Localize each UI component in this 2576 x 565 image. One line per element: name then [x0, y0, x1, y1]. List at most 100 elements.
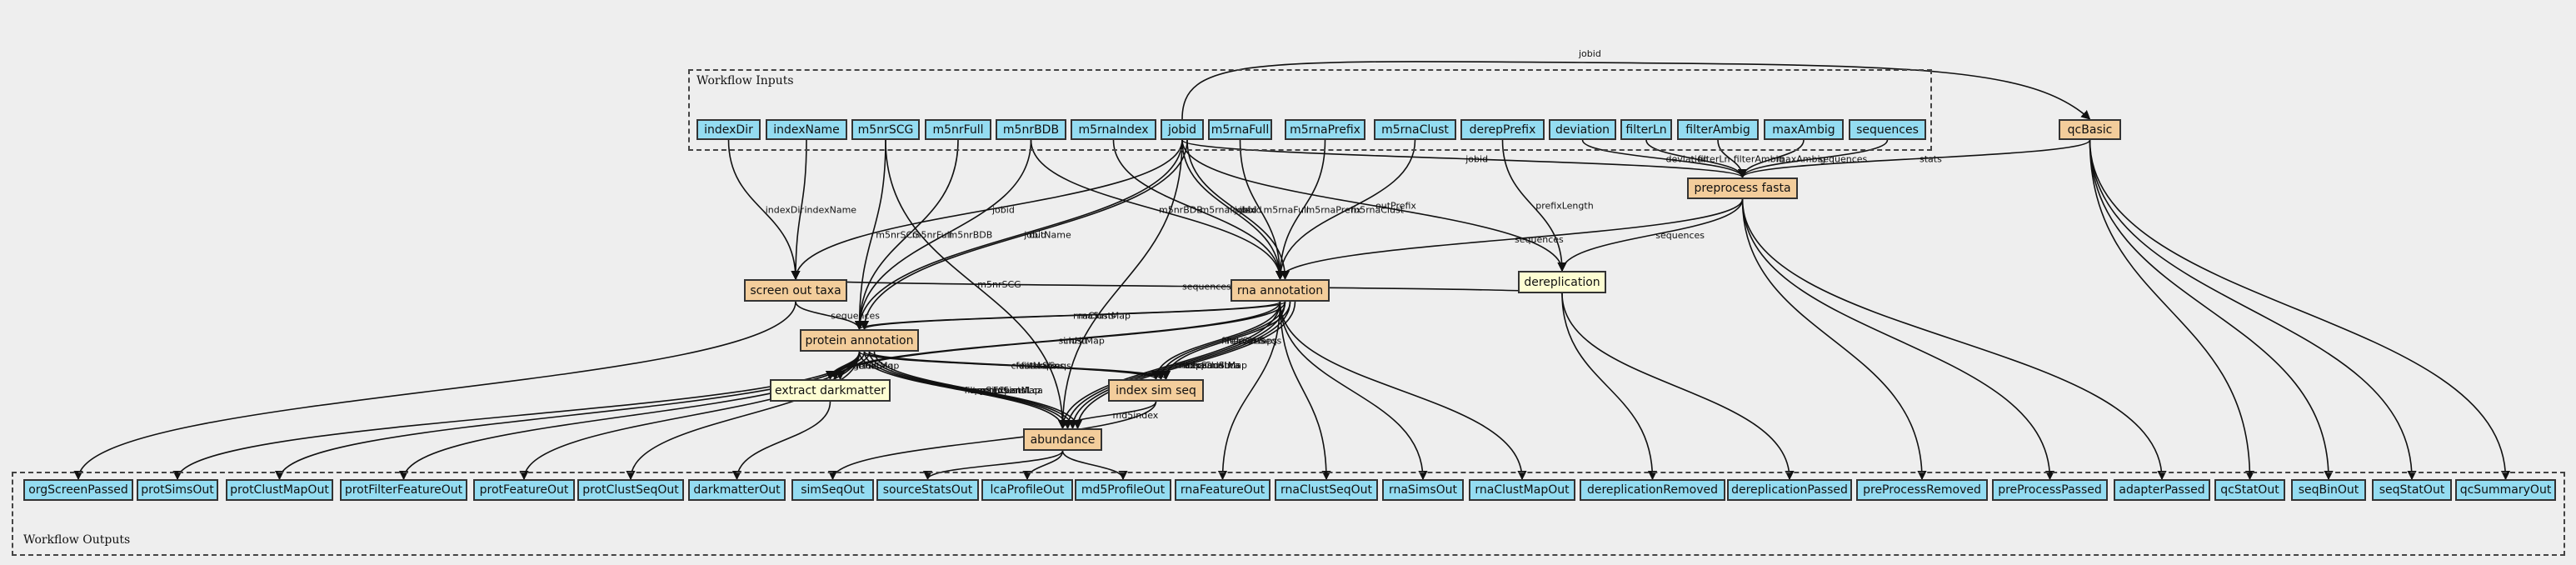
- node-m5rnaindex[interactable]: m5rnaIndex: [1071, 119, 1156, 140]
- edge-rna-to-protein: [860, 301, 1286, 331]
- edge-label: m5rnaFull: [1264, 205, 1310, 216]
- node-dereplicationremoved[interactable]: dereplicationRemoved: [1580, 479, 1725, 501]
- node-filterln[interactable]: filterLn: [1620, 119, 1672, 140]
- edge-label: sequences: [1515, 234, 1564, 245]
- node-preprocessremoved[interactable]: preProcessRemoved: [1856, 479, 1988, 501]
- node-label: sequences: [1856, 122, 1919, 137]
- node-qcsummaryout[interactable]: qcSummaryOut: [2455, 479, 2556, 501]
- node-m5nrscg[interactable]: m5nrSCG: [851, 119, 920, 140]
- node-protclustseqout[interactable]: protClustSeqOut: [577, 479, 684, 501]
- edge-rna-to-rnasimsout: [1279, 301, 1428, 481]
- edge-label: filterLn: [1698, 154, 1730, 165]
- edge-jobid-to-qcbasic: [1181, 61, 2091, 120]
- node-filterambig[interactable]: filterAmbig: [1677, 119, 1759, 140]
- node-screen[interactable]: screen out taxa: [744, 279, 847, 302]
- node-protfilterfeatureout[interactable]: protFilterFeatureOut: [340, 479, 467, 501]
- node-label: dereplicationRemoved: [1586, 483, 1719, 497]
- node-orgscreenpassed[interactable]: orgScreenPassed: [23, 479, 133, 501]
- node-rnasimsout[interactable]: rnaSimsOut: [1382, 479, 1464, 501]
- node-label: filterAmbig: [1685, 122, 1750, 137]
- node-indexname[interactable]: indexName: [766, 119, 847, 140]
- edge-label: outPrefix: [1375, 201, 1416, 212]
- edge-label: jobid: [1465, 154, 1488, 165]
- node-label: simSeqOut: [801, 483, 865, 497]
- node-label: rnaClustMapOut: [1475, 483, 1570, 497]
- edge-label: protClustMap: [980, 385, 1041, 396]
- node-rna[interactable]: rna annotation: [1231, 279, 1330, 302]
- node-protein[interactable]: protein annotation: [800, 329, 919, 352]
- edge-label: m5nrBDB: [1159, 205, 1203, 216]
- edge-derepprefix-to-dereplication: [1501, 139, 1567, 272]
- edge-preprocess-to-preprocessremoved: [1741, 198, 1927, 481]
- node-qcbasic[interactable]: qcBasic: [2059, 119, 2121, 140]
- node-qcstatout[interactable]: qcStatOut: [2214, 479, 2285, 501]
- node-m5nrbdb[interactable]: m5nrBDB: [996, 119, 1066, 140]
- node-indexdir[interactable]: indexDir: [696, 119, 761, 140]
- node-adapterpassed[interactable]: adapterPassed: [2114, 479, 2210, 501]
- node-sourcestatsout[interactable]: sourceStatsOut: [876, 479, 979, 501]
- edge-label: rnaExpandLca: [1175, 360, 1240, 371]
- node-preprocess[interactable]: preprocess fasta: [1687, 178, 1798, 199]
- node-darkmatterout[interactable]: darkmatterOut: [688, 479, 786, 501]
- edge-jobid-to-rna: [1186, 139, 1290, 281]
- node-jobid[interactable]: jobid: [1161, 119, 1204, 140]
- node-label: rnaSimsOut: [1388, 483, 1458, 497]
- edge-label: indexDir: [766, 205, 805, 216]
- node-label: qcSummaryOut: [2459, 483, 2552, 497]
- node-m5rnaclust[interactable]: m5rnaClust: [1374, 119, 1456, 140]
- node-rnaclustseqout[interactable]: rnaClustSeqOut: [1275, 479, 1378, 501]
- node-label: protClustSeqOut: [582, 483, 679, 497]
- edge-label: sequences: [1182, 282, 1231, 292]
- node-md5profileout[interactable]: md5ProfileOut: [1075, 479, 1171, 501]
- edge-screen-to-orgscreenpassed: [73, 301, 796, 481]
- node-label: sourceStatsOut: [882, 483, 973, 497]
- node-label: maxAmbig: [1772, 122, 1835, 137]
- edge-qcbasic-to-seqstatout: [2089, 139, 2417, 481]
- node-protclustmapout[interactable]: protClustMapOut: [226, 479, 333, 501]
- node-m5rnafull[interactable]: m5rnaFull: [1208, 119, 1272, 140]
- edge-abundance-to-lcaprofileout: [1022, 450, 1064, 481]
- edge-m5nrscg-to-abundance: [885, 139, 1068, 430]
- edge-label: deviation: [1666, 154, 1709, 165]
- edge-label: maxAmbig: [1776, 154, 1825, 165]
- edge-protein-to-abundance: [858, 351, 1068, 430]
- node-protsimsout[interactable]: protSimsOut: [137, 479, 218, 501]
- node-label: screen out taxa: [750, 283, 841, 298]
- node-label: protein annotation: [805, 333, 914, 348]
- node-seqbinout[interactable]: seqBinOut: [2291, 479, 2366, 501]
- node-maxambig[interactable]: maxAmbig: [1764, 119, 1844, 140]
- node-label: m5rnaPrefix: [1290, 122, 1360, 137]
- node-lcaprofileout[interactable]: lcaProfileOut: [981, 479, 1073, 501]
- node-simseqout[interactable]: simSeqOut: [791, 479, 874, 501]
- node-darkmatter[interactable]: extract darkmatter: [770, 379, 891, 402]
- node-label: preProcessPassed: [1998, 483, 2102, 497]
- node-dereplicationpassed[interactable]: dereplicationPassed: [1727, 479, 1852, 501]
- edge-label: m5nrFull: [912, 230, 952, 241]
- edge-labels-layer: jobidstatssequencesmaxAmbigfilterAmbigfi…: [766, 48, 1942, 421]
- node-label: rna annotation: [1236, 283, 1324, 298]
- node-derepprefix[interactable]: derepPrefix: [1460, 119, 1545, 140]
- node-label: m5rnaClust: [1381, 122, 1449, 137]
- node-m5nrfull[interactable]: m5nrFull: [925, 119, 991, 140]
- node-deviation[interactable]: deviation: [1549, 119, 1616, 140]
- node-seqstatout[interactable]: seqStatOut: [2372, 479, 2452, 501]
- edge-m5nrbdb-to-rna: [1030, 139, 1286, 281]
- edge-jobid-to-preprocess: [1181, 139, 1747, 179]
- node-label: lcaProfileOut: [990, 483, 1065, 497]
- node-preprocesspassed[interactable]: preProcessPassed: [1992, 479, 2108, 501]
- node-label: rnaClustSeqOut: [1280, 483, 1373, 497]
- node-sequences[interactable]: sequences: [1849, 119, 1926, 140]
- node-protfeatureout[interactable]: protFeatureOut: [473, 479, 575, 501]
- edge-preprocess-to-dereplication: [1557, 198, 1744, 272]
- node-rnaclustmapout[interactable]: rnaClustMapOut: [1469, 479, 1575, 501]
- node-label: adapterPassed: [2119, 483, 2205, 497]
- edge-label: m5nrSCG: [977, 279, 1021, 290]
- edge-m5nrbdb-to-protein: [854, 139, 1032, 331]
- node-dereplication[interactable]: dereplication: [1518, 271, 1606, 293]
- node-indexsim[interactable]: index sim seq: [1108, 379, 1204, 402]
- node-rnafeatureout[interactable]: rnaFeatureOut: [1175, 479, 1271, 501]
- node-label: abundance: [1030, 432, 1096, 447]
- node-m5rnaprefix[interactable]: m5rnaPrefix: [1285, 119, 1365, 140]
- edge-jobid-to-abundance: [1057, 139, 1183, 430]
- node-abundance[interactable]: abundance: [1023, 428, 1102, 451]
